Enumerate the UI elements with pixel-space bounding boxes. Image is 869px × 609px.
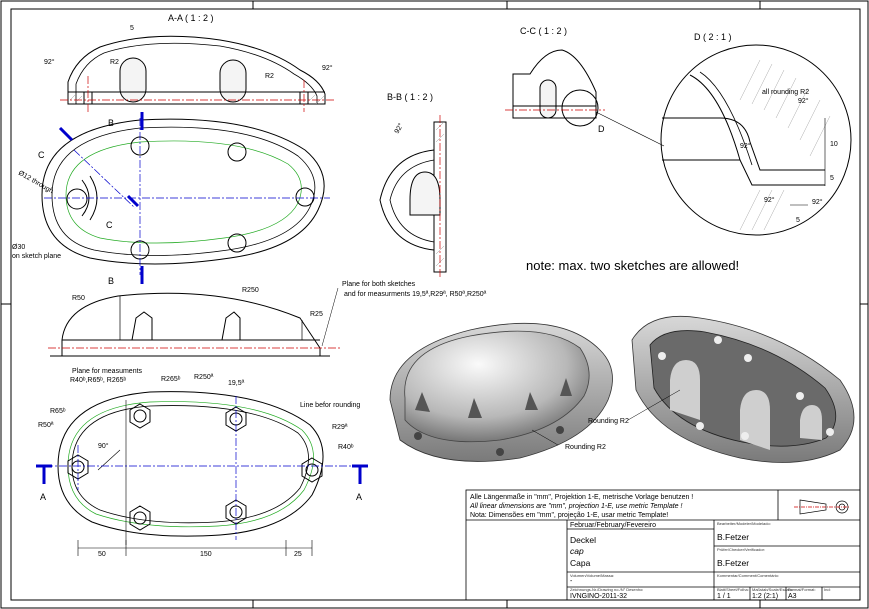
section-marker-c-right: C bbox=[106, 220, 113, 230]
detail-marker-d: D bbox=[598, 124, 605, 134]
top-centerlines bbox=[44, 118, 330, 275]
tb-label-index: Ind: bbox=[824, 587, 831, 592]
aa-r2-right: R2 bbox=[265, 73, 274, 80]
detail-dim-5v: 5 bbox=[830, 175, 834, 182]
tb-label-checked: Prüfer/Checker/Verificador: bbox=[717, 547, 765, 552]
tb-label-drawn: Bearbeiter/Modeler/Modelado: bbox=[717, 521, 771, 526]
tb-label-number: Zeichnungs-Nr./Drawing no./N° Desenho: bbox=[570, 587, 643, 592]
section-marker-a-right: A bbox=[356, 492, 362, 502]
tb-checker: B.Fetzer bbox=[717, 558, 749, 568]
section-view-cc bbox=[512, 49, 599, 127]
detail-angle-2: 92° bbox=[740, 142, 751, 150]
tb-name-extra: - bbox=[570, 578, 573, 585]
detail-angle-3: 92° bbox=[764, 196, 775, 204]
tb-date: Februar/February/Fevereiro bbox=[570, 522, 656, 529]
bottom-19-5: 19,5ª bbox=[228, 380, 245, 387]
tb-lang-de: Alle Längenmaße in "mm", Projektion 1-E,… bbox=[470, 494, 693, 501]
aa-angle-right: 92° bbox=[322, 64, 333, 72]
iso-render-top bbox=[389, 322, 613, 462]
rounding-leader-1 bbox=[531, 429, 559, 446]
plane-meas-line2: R40ᵇ,R65ᵇ, R265ᵇ bbox=[70, 377, 127, 384]
detail-leader bbox=[595, 111, 665, 147]
tb-lang-pt: Nota: Dimensões em "mm", projeção 1-E, u… bbox=[470, 512, 668, 519]
detail-angle-4: 92° bbox=[812, 198, 823, 206]
bottom-centerlines bbox=[45, 396, 365, 540]
side-r25: R25 bbox=[310, 311, 323, 318]
title-block bbox=[465, 489, 861, 601]
detail-angle-1: 92° bbox=[798, 97, 809, 105]
tb-label-volume: Volumen/Volume/Massa: bbox=[570, 573, 614, 578]
bottom-angle-90: 90° bbox=[98, 442, 109, 450]
side-r50: R50 bbox=[72, 295, 85, 302]
detail-dim-10: 10 bbox=[830, 141, 838, 148]
side-view bbox=[50, 292, 330, 357]
bottom-dim-150: 150 bbox=[200, 551, 212, 558]
plane-meas-line1: Plane for measuments bbox=[72, 368, 143, 375]
section-marker-b-top: B bbox=[108, 118, 114, 128]
tb-sheet: 1 / 1 bbox=[717, 593, 731, 600]
view-label-aa: A-A ( 1 : 2 ) bbox=[168, 13, 214, 23]
aa-wall-5: 5 bbox=[130, 25, 134, 32]
section-arrows-b-c bbox=[58, 112, 144, 284]
tb-designer: B.Fetzer bbox=[717, 532, 749, 542]
rounding-leader-2 bbox=[627, 389, 681, 421]
plane-sketches-line1: Plane for both sketches bbox=[342, 281, 416, 288]
section-view-aa bbox=[67, 35, 326, 105]
tb-scale: 1:2 (2:1) bbox=[752, 593, 778, 600]
bottom-r50a: R50ª bbox=[38, 422, 54, 429]
iso-rounding-1: Rounding R2 bbox=[565, 444, 606, 451]
tb-name-en: cap bbox=[570, 546, 584, 556]
tb-drawing-no: IVNGINO-2011-32 bbox=[570, 593, 627, 600]
aa-r2-left: R2 bbox=[110, 59, 119, 66]
section-marker-a-left: A bbox=[40, 492, 46, 502]
tb-label-sheet: Blatt/Sheet/Folha: bbox=[717, 587, 749, 592]
bottom-dim-50: 50 bbox=[98, 551, 106, 558]
detail-dim-5h: 5 bbox=[796, 217, 800, 224]
tb-lang-en: All linear dimensions are "mm", projecti… bbox=[469, 503, 683, 510]
sketch-note: note: max. two sketches are allowed! bbox=[526, 258, 739, 273]
tb-label-scale: Maßstab/Scale/Escala: bbox=[752, 587, 793, 592]
side-r250: R250 bbox=[242, 287, 259, 294]
bottom-r40b: R40ᵇ bbox=[338, 444, 354, 451]
iso-rounding-2: Rounding R2 bbox=[588, 418, 629, 425]
section-arrows-a bbox=[36, 464, 368, 484]
iso-render-bottom bbox=[631, 315, 855, 463]
detail-view-d bbox=[660, 44, 852, 236]
tb-name-de: Deckel bbox=[570, 535, 596, 545]
view-label-cc: C-C ( 1 : 2 ) bbox=[520, 26, 567, 36]
detail-all-rounding: all rounding R2 bbox=[762, 89, 809, 96]
bottom-dim-lines bbox=[77, 540, 313, 556]
view-label-d: D ( 2 : 1 ) bbox=[694, 32, 732, 42]
section-marker-c-left: C bbox=[38, 150, 45, 160]
plane-sketches-line2: and for measurments 19,5ª,R29ª, R50ª,R25… bbox=[344, 291, 487, 298]
tb-name-pt: Capa bbox=[570, 558, 591, 568]
dia30-dim: Ø30 bbox=[12, 244, 25, 251]
tb-label-comment: Kommentar/Comment/Comentário: bbox=[717, 573, 779, 578]
bottom-r65b: R65ᵇ bbox=[50, 408, 66, 415]
tb-format: A3 bbox=[788, 593, 797, 600]
aa-angle-left: 92° bbox=[44, 58, 55, 66]
bottom-dim-25: 25 bbox=[294, 551, 302, 558]
bottom-r29a: R29ª bbox=[332, 424, 348, 431]
tb-label-format: Format/Format: bbox=[788, 587, 816, 592]
dia30-note: on sketch plane bbox=[12, 253, 61, 260]
view-label-bb: B-B ( 1 : 2 ) bbox=[387, 92, 433, 102]
bottom-line-before-rounding: Line befor rounding bbox=[300, 402, 360, 409]
plane-leader bbox=[321, 287, 339, 347]
projection-symbol bbox=[794, 499, 850, 515]
section-marker-b-bottom: B bbox=[108, 276, 114, 286]
bottom-r265b: R265ᵇ bbox=[161, 376, 181, 383]
aa-centerlines bbox=[60, 76, 335, 112]
bottom-r250a: R250ª bbox=[194, 374, 214, 381]
